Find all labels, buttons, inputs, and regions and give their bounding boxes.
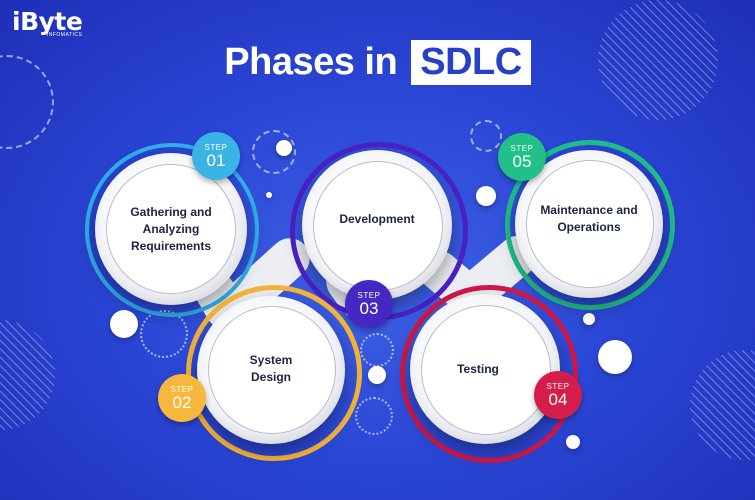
- step-03-badge: STEP 03: [345, 280, 393, 328]
- dotted-circle-decoration: [140, 310, 188, 358]
- white-dot-decoration: [110, 310, 138, 338]
- step-04-title: Testing: [457, 361, 499, 376]
- step-05-badge: STEP 05: [498, 133, 546, 181]
- step-01-inner-circle: [106, 164, 236, 294]
- step-05-inner-circle: [526, 160, 654, 288]
- white-dot-decoration: [476, 186, 496, 206]
- white-dot-decoration: [368, 366, 386, 384]
- step-01-title: Gathering and Analyzing Requirements: [130, 204, 212, 253]
- step-05-ring: [505, 140, 675, 310]
- step-04-badge: STEP 04: [534, 371, 582, 419]
- title-highlight: SDLC: [411, 40, 531, 85]
- hatched-circle-decoration: [0, 320, 55, 430]
- brand-name: iByte: [12, 7, 83, 36]
- dashed-circle-decoration: [252, 130, 296, 174]
- step-04-ring: [400, 285, 578, 463]
- step-05-title: Maintenance and Operations: [540, 203, 638, 234]
- dotted-circle-decoration: [355, 397, 393, 435]
- step-02-title: System Design: [249, 353, 293, 384]
- step-04-inner-circle: [421, 305, 551, 435]
- step-02-inner-circle: [208, 306, 336, 434]
- step-02-ring: [186, 285, 362, 461]
- brand-logo: iByte INFOMATICS: [12, 7, 83, 39]
- white-dot-decoration: [598, 340, 632, 374]
- step-01-ring: [85, 143, 259, 317]
- brand-tagline: INFOMATICS: [46, 32, 83, 38]
- page-title: Phases in SDLC: [0, 40, 755, 85]
- step-02-badge: STEP 02: [158, 374, 206, 422]
- title-prefix: Phases in: [224, 41, 398, 83]
- white-dot-decoration: [276, 140, 292, 156]
- dotted-circle-decoration: [360, 333, 394, 367]
- step-03-inner-circle: [313, 161, 443, 291]
- step-01-badge: STEP 01: [192, 132, 240, 180]
- white-dot-decoration: [266, 192, 272, 198]
- white-dot-decoration: [583, 313, 595, 325]
- hatched-circle-decoration: [598, 0, 718, 120]
- step-03-title: Development: [339, 211, 415, 226]
- white-dot-decoration: [566, 435, 580, 449]
- dashed-circle-decoration: [470, 120, 502, 152]
- hatched-circle-decoration: [690, 350, 755, 460]
